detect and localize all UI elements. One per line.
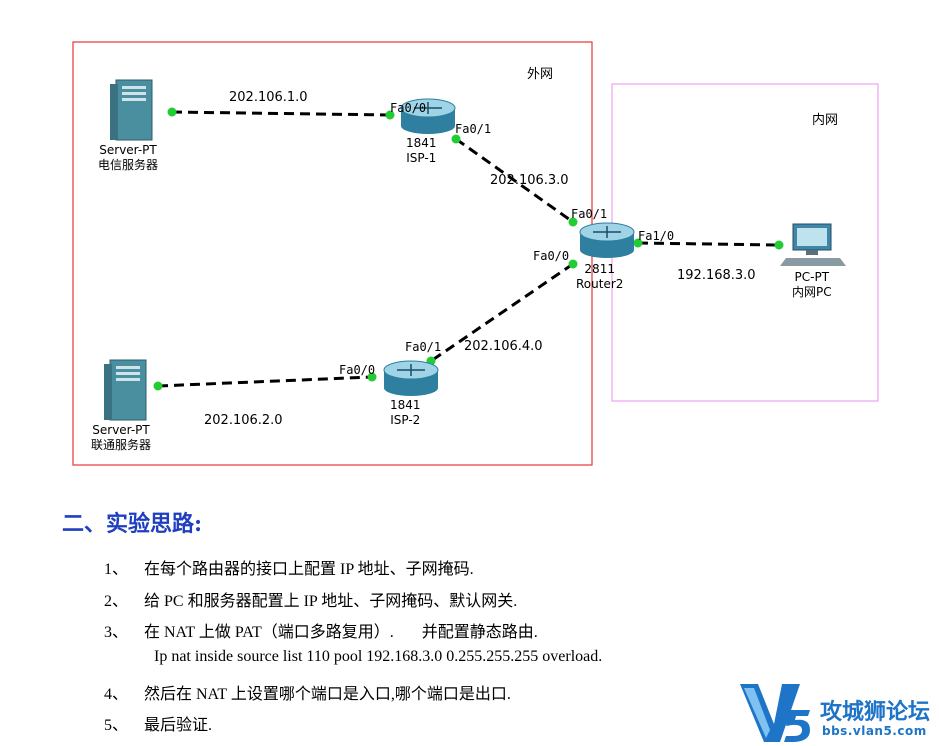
iface-r2-fa00: Fa0/0	[533, 249, 570, 263]
network-label-n4: 202.106.4.0	[464, 339, 543, 354]
network-topology	[72, 41, 879, 466]
port-dot	[367, 372, 377, 382]
iface-r2-fa01: Fa0/1	[571, 207, 608, 221]
pc-name: 内网PC	[792, 285, 832, 299]
link-server2-isp2	[157, 375, 373, 388]
isp2-label: 1841 ISP-2	[390, 398, 421, 428]
network-label-n1: 202.106.1.0	[229, 90, 308, 105]
step-number: 5、	[104, 717, 129, 734]
port-dot	[568, 259, 578, 269]
section-heading: 二、实验思路:	[62, 511, 203, 537]
router2-model: 2811	[584, 262, 615, 276]
port-dot	[451, 134, 461, 144]
router-isp2-icon	[383, 360, 439, 396]
step-1: 1、在每个路由器的接口上配置 IP 地址、子网掩码.	[104, 555, 474, 579]
port-dot	[385, 110, 395, 120]
isp1-label: 1841 ISP-1	[406, 136, 437, 166]
iface-isp1-fa01: Fa0/1	[455, 122, 492, 136]
server1-label: Server-PT 电信服务器	[98, 143, 158, 173]
server2-label: Server-PT 联通服务器	[91, 423, 151, 453]
server1-name: 电信服务器	[98, 158, 159, 172]
network-label-n3: 202.106.3.0	[490, 173, 569, 188]
step-number: 4、	[104, 686, 129, 703]
network-label-n2: 202.106.2.0	[204, 413, 283, 428]
router2-label: 2811 Router2	[576, 262, 623, 292]
step-5: 5、最后验证.	[104, 711, 212, 735]
vlan5-logo-icon	[740, 684, 810, 742]
iface-isp2-fa00: Fa0/0	[339, 363, 376, 377]
inner-network-label: 内网	[812, 113, 839, 128]
network-label-n5: 192.168.3.0	[677, 268, 756, 283]
isp1-model: 1841	[406, 136, 437, 150]
step-2: 2、给 PC 和服务器配置上 IP 地址、子网掩码、默认网关.	[104, 587, 517, 611]
step-text: 在每个路由器的接口上配置 IP 地址、子网掩码.	[144, 561, 474, 578]
router2-name: Router2	[576, 277, 624, 291]
iface-isp1-fa00: Fa0/0	[390, 101, 427, 115]
step-text: 给 PC 和服务器配置上 IP 地址、子网掩码、默认网关.	[144, 593, 518, 610]
isp2-model: 1841	[390, 398, 421, 412]
port-dot	[153, 381, 163, 391]
pc-icon	[780, 223, 846, 266]
step-number: 3、	[104, 624, 129, 641]
server2-icon	[104, 359, 147, 421]
step-4: 4、然后在 NAT 上设置哪个端口是入口,哪个端口是出口.	[104, 680, 511, 704]
link-server1-isp1	[171, 110, 391, 117]
step-number: 1、	[104, 561, 129, 578]
port-dot	[774, 240, 784, 250]
router-isp1-icon	[400, 98, 456, 134]
step-text: 最后验证.	[144, 717, 213, 734]
port-dot	[167, 107, 177, 117]
isp1-name: ISP-1	[406, 151, 437, 165]
isp2-name: ISP-2	[390, 413, 421, 427]
step-text: 然后在 NAT 上设置哪个端口是入口,哪个端口是出口.	[144, 686, 511, 703]
pc-model: PC-PT	[794, 270, 830, 284]
nat-command: Ip nat inside source list 110 pool 192.1…	[154, 648, 603, 665]
router2-icon	[579, 222, 635, 258]
pc-label: PC-PT 内网PC	[792, 270, 832, 300]
watermark-url: bbs.vlan5.com	[822, 724, 927, 738]
watermark-text: 攻城狮论坛	[820, 700, 931, 725]
step-3: 3、在 NAT 上做 PAT（端口多路复用）. 并配置静态路由.	[104, 618, 538, 642]
server2-model: Server-PT	[92, 423, 150, 437]
outer-network-label: 外网	[527, 67, 554, 82]
link-router2-isp2	[430, 262, 574, 363]
link-router2-pc	[637, 241, 780, 247]
iface-r2-fa10: Fa1/0	[638, 229, 675, 243]
port-dot	[633, 238, 643, 248]
server2-name: 联通服务器	[91, 438, 152, 452]
server1-model: Server-PT	[99, 143, 157, 157]
server1-icon	[110, 79, 153, 141]
step-number: 2、	[104, 593, 129, 610]
link-isp1-router2	[455, 137, 574, 224]
step-text: 在 NAT 上做 PAT（端口多路复用）. 并配置静态路由.	[144, 624, 538, 641]
iface-isp2-fa01: Fa0/1	[405, 340, 442, 354]
port-dot	[568, 217, 578, 227]
